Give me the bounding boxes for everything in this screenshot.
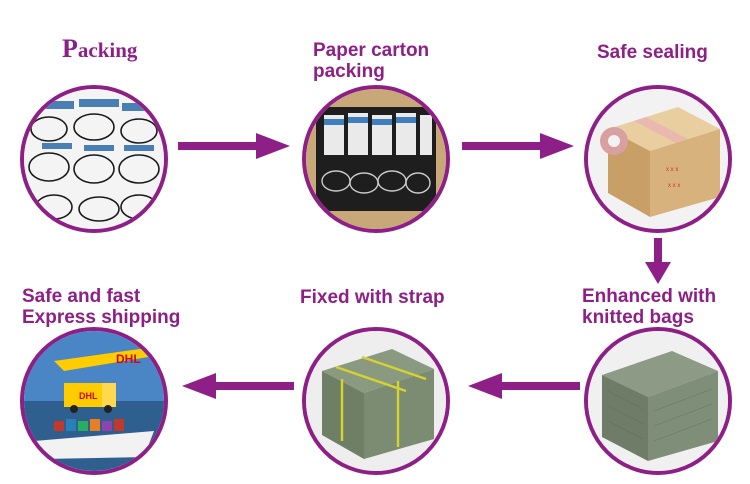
packing-initial: P <box>62 34 78 63</box>
van-logo: DHL <box>79 391 98 401</box>
photo-strap <box>302 327 450 475</box>
step-label-strap: Fixed with strap <box>300 287 445 308</box>
knitted-bag-image <box>588 331 728 471</box>
photo-packing <box>20 85 168 233</box>
step-label-knitted: Enhanced with knitted bags <box>582 286 717 328</box>
step-label-carton: Paper carton packing <box>313 40 430 82</box>
step-label-sealing: Safe sealing <box>597 42 708 63</box>
photo-knitted <box>584 327 732 475</box>
plane-logo: DHL <box>116 352 141 366</box>
arrow-right-2 <box>462 133 574 159</box>
arrow-right-1 <box>178 133 290 159</box>
arrow-left-1 <box>468 373 580 399</box>
packing-rest: acking <box>77 38 138 62</box>
photo-shipping: DHL DHL <box>20 327 168 475</box>
shipping-image: DHL DHL <box>24 331 164 471</box>
carton-image <box>306 89 446 229</box>
strapped-box-image <box>306 331 446 471</box>
arrow-left-2 <box>182 373 294 399</box>
photo-sealing: x x x x x x <box>584 85 732 233</box>
photo-carton <box>302 85 450 233</box>
cables-image <box>24 89 164 229</box>
svg-text:x x x: x x x <box>666 167 678 173</box>
svg-text:x x x: x x x <box>668 183 680 189</box>
sealed-box-image: x x x x x x <box>588 89 728 229</box>
arrow-down <box>645 238 671 284</box>
step-label-shipping: Safe and fast Express shipping <box>22 286 181 328</box>
step-label-packing: Packing <box>62 36 138 62</box>
